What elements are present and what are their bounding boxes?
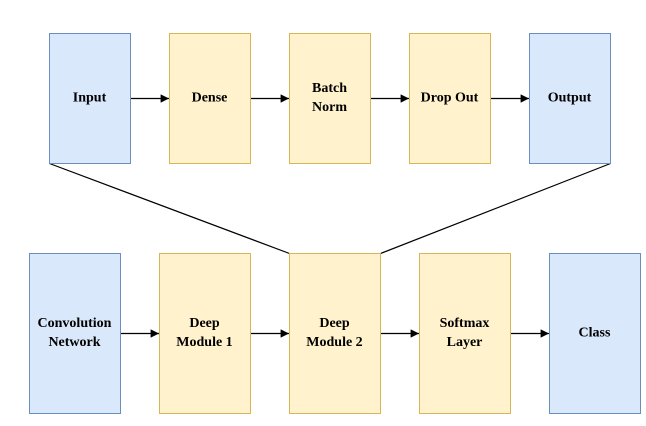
node-box xyxy=(169,33,251,164)
node-label: Deep xyxy=(319,316,350,331)
node-drop-out: Drop Out xyxy=(409,33,491,164)
node-label: Norm xyxy=(312,100,347,115)
expansion-line-output xyxy=(380,162,611,255)
node-label: Convolution xyxy=(38,316,112,331)
node-box xyxy=(549,253,641,414)
node-label: Network xyxy=(48,335,100,350)
node-label: Drop Out xyxy=(421,91,479,106)
node-box xyxy=(419,253,511,414)
node-box xyxy=(289,33,371,164)
node-label: Output xyxy=(548,91,592,106)
node-dense: Dense xyxy=(169,33,251,164)
node-box xyxy=(289,253,381,414)
node-box xyxy=(529,33,611,164)
node-label: Input xyxy=(73,91,107,106)
node-box xyxy=(159,253,251,414)
expansion-line-input xyxy=(49,162,290,255)
node-box xyxy=(49,33,131,164)
node-box xyxy=(29,253,121,414)
node-label: Softmax xyxy=(440,316,490,331)
node-label: Deep xyxy=(189,316,220,331)
node-label: Dense xyxy=(192,91,228,106)
node-output: Output xyxy=(529,33,611,164)
node-class: Class xyxy=(549,253,641,414)
flow-arrows xyxy=(121,94,549,338)
node-label: Class xyxy=(579,326,611,341)
node-label: Batch xyxy=(312,81,347,96)
node-label: Layer xyxy=(447,335,483,350)
node-label: Module 2 xyxy=(306,335,362,350)
node-label: Module 1 xyxy=(176,335,232,350)
expansion-lines xyxy=(49,162,611,255)
node-input: Input xyxy=(49,33,131,164)
node-box xyxy=(409,33,491,164)
